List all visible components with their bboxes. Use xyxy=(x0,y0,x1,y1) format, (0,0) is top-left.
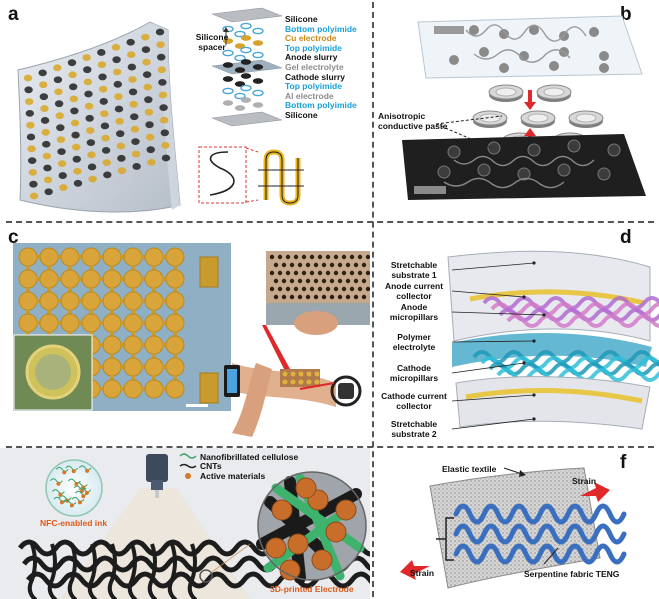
divider-vertical xyxy=(372,2,374,597)
layer-label: Top polyimide xyxy=(285,42,342,53)
panel-b: b Anisotropic conductive paste xyxy=(374,0,659,220)
serpentine-teng-label: Serpentine fabric TENG xyxy=(524,569,620,579)
panel-label-d: d xyxy=(620,227,632,248)
divider-row2 xyxy=(6,446,654,448)
layer-label: Silicone xyxy=(285,110,318,120)
strain-label-right: Strain xyxy=(572,476,597,486)
layer-label: Anode slurry xyxy=(285,52,338,63)
elastic-textile-label: Elastic textile xyxy=(442,464,497,474)
legend-active: Active materials xyxy=(200,471,266,481)
printed-electrode-illustration xyxy=(0,448,370,599)
strain-label-left: Strain xyxy=(410,568,435,578)
layer-label: Cu electrode xyxy=(285,33,337,44)
panel-a: a Si xyxy=(0,0,370,220)
micropillar-battery-illustration xyxy=(447,250,659,430)
divider-row1 xyxy=(6,221,654,223)
flip-chip-assembly-illustration xyxy=(402,15,646,200)
layer-label: Al electrode xyxy=(285,90,334,101)
fabricated-battery-photos xyxy=(13,243,370,437)
nfc-ink-label: NFC-enabled ink xyxy=(40,518,108,528)
layer-label: Cathode slurry xyxy=(285,71,345,82)
legend-cnts: CNTs xyxy=(200,461,222,471)
legend-nfc: Nanofibrillated cellulose xyxy=(200,452,299,462)
panel-e: e xyxy=(0,448,370,599)
panel-label-b: b xyxy=(620,4,632,25)
layer-label: Gel electrolyte xyxy=(285,62,344,72)
panel-label-c: c xyxy=(8,227,19,248)
curved-battery-illustration xyxy=(17,21,181,213)
layer-label: Silicone xyxy=(285,14,318,24)
layer-label: Bottom polyimide xyxy=(285,23,357,34)
anisotropic-paste-label: Anisotropic conductive paste xyxy=(378,111,448,131)
layer-label: Top polyimide xyxy=(285,81,342,92)
layer-label: Bottom polyimide xyxy=(285,100,357,111)
exploded-layer-stack xyxy=(198,7,304,206)
printed-electrode-label: 3D-printed Electrode xyxy=(270,584,354,594)
silicone-spacer-label: Silicone spacer xyxy=(195,32,229,52)
panel-f: f Elastic textile Strain Strain Serpenti… xyxy=(374,448,659,599)
fabric-teng-illustration xyxy=(400,467,627,589)
panel-c: c xyxy=(0,223,370,445)
panel-label-f: f xyxy=(620,452,627,473)
panel-label-a: a xyxy=(8,4,19,25)
